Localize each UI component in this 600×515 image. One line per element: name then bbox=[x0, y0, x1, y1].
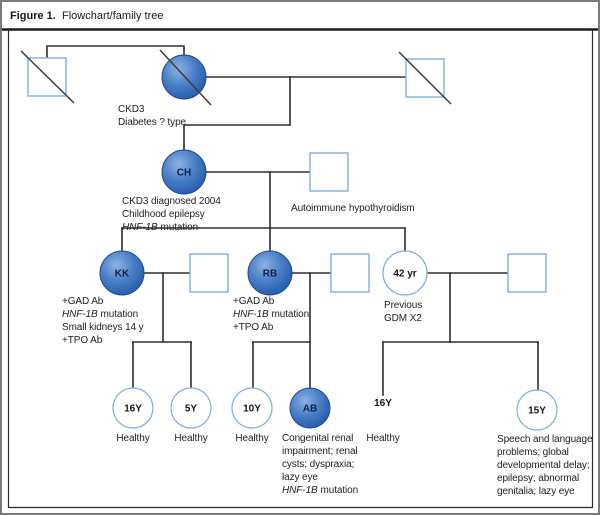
person-s42-d15-symbol bbox=[516, 389, 558, 431]
union-line-g1-elevated bbox=[46, 45, 185, 59]
person-kk-d5-symbol bbox=[170, 387, 212, 429]
person-rb-symbol bbox=[247, 250, 293, 296]
person-ab-initials: AB bbox=[303, 404, 317, 415]
note-ab-line3: cysts; dyspraxia; bbox=[282, 459, 354, 470]
generation-2: CH CKD3 diagnosed 2004 Childhood epileps… bbox=[122, 149, 415, 233]
note-s42-d15-line3: developmental delay; bbox=[497, 460, 590, 471]
person-kk-initials: KK bbox=[115, 269, 130, 280]
note-kk-line1: +GAD Ab bbox=[62, 296, 104, 307]
person-sister42-symbol bbox=[382, 250, 428, 296]
person-rb-d10-symbol bbox=[231, 387, 273, 429]
note-rb-line3: +TPO Ab bbox=[233, 322, 274, 333]
note-s42-d15-line2: problems; global bbox=[497, 447, 569, 458]
diagram-border bbox=[7, 29, 594, 509]
generation-1: CKD3 Diabetes ? type bbox=[20, 49, 452, 128]
note-ch-line2: Childhood epilepsy bbox=[122, 209, 205, 220]
note-kk-line4: +TPO Ab bbox=[62, 335, 103, 346]
note-rb-d10: Healthy bbox=[235, 433, 268, 444]
note-ab-line2: impairment; renal bbox=[282, 446, 358, 457]
person-ch-initials: CH bbox=[177, 168, 191, 179]
note-kk-d16: Healthy bbox=[116, 433, 149, 444]
note-ch-line1: CKD3 diagnosed 2004 bbox=[122, 196, 221, 207]
person-rb-husband-symbol bbox=[330, 253, 370, 293]
note-kk-line3: Small kidneys 14 y bbox=[62, 322, 144, 333]
note-s42-d15-line4: epilepsy; abnormal bbox=[497, 473, 579, 484]
person-ab-symbol bbox=[289, 387, 331, 429]
note-ab-line4: lazy eye bbox=[282, 472, 318, 483]
person-kk-d16-symbol bbox=[112, 387, 154, 429]
deceased-slash-grandfather-right bbox=[398, 51, 452, 105]
figure-number: Figure 1. bbox=[10, 10, 56, 22]
note-s42-c16: Healthy bbox=[366, 433, 399, 444]
note-rb-line1: +GAD Ab bbox=[233, 296, 275, 307]
note-sister42-line2: GDM X2 bbox=[384, 313, 422, 324]
person-ch-symbol bbox=[161, 149, 207, 195]
person-sister42-age: 42 yr bbox=[393, 269, 416, 280]
person-s42-c16-age: 16Y bbox=[374, 398, 392, 409]
note-grandmother-line2: Diabetes ? type bbox=[118, 117, 187, 128]
descent-line-to-ch bbox=[183, 76, 291, 151]
note-sister42-line1: Previous bbox=[384, 300, 422, 311]
pedigree-lines bbox=[46, 45, 539, 396]
person-ch-husband-symbol bbox=[309, 152, 349, 192]
note-grandmother-line1: CKD3 bbox=[118, 104, 145, 115]
person-kk-d5-age: 5Y bbox=[185, 404, 198, 415]
person-s42-d15-age: 15Y bbox=[528, 406, 546, 417]
person-kk-husband-symbol bbox=[189, 253, 229, 293]
person-rb-initials: RB bbox=[263, 269, 277, 280]
person-kk-d16-age: 16Y bbox=[124, 404, 142, 415]
generation-4: 16Y Healthy 5Y Healthy 10Y Healthy AB Co… bbox=[112, 387, 593, 497]
note-s42-d15-line5: genitalia; lazy eye bbox=[497, 486, 575, 497]
deceased-slash-grandmother bbox=[159, 49, 212, 106]
note-s42-d15-line1: Speech and language bbox=[497, 434, 593, 445]
note-kk-d5: Healthy bbox=[174, 433, 207, 444]
person-rb-d10-age: 10Y bbox=[243, 404, 261, 415]
note-ch-husband: Autoimmune hypothyroidism bbox=[291, 203, 415, 214]
figure-title: Flowchart/family tree bbox=[62, 10, 163, 22]
person-sister42-husband-symbol bbox=[507, 253, 547, 293]
person-kk-symbol bbox=[99, 250, 145, 296]
note-ab-line1: Congenital renal bbox=[282, 433, 353, 444]
deceased-slash-grandfather-left bbox=[20, 50, 75, 104]
